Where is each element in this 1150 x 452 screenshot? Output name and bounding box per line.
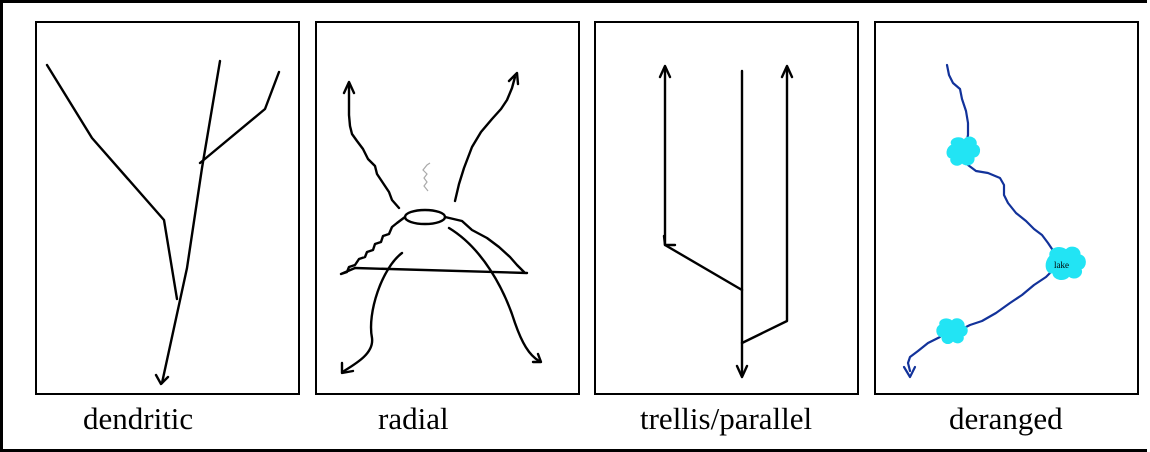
right-tributary [740,65,789,345]
panel-radial [315,21,580,395]
panel-deranged: lake [874,21,1139,395]
arrowhead-upper-left [342,80,356,95]
left-junction-arrow [662,234,677,247]
main-arrowhead [735,364,749,379]
arrowhead-lower-right [531,352,543,364]
arrowhead-upper-right [507,71,520,86]
lake-label: lake [1054,260,1069,270]
label-trellis: trellis/parallel [640,401,813,436]
radial-diagram [339,71,543,375]
main-stream [160,59,222,385]
label-deranged: deranged [949,401,1063,436]
lake-lower-right: lake [1045,246,1086,281]
stream-upper-right [453,75,517,203]
stream-lower-right [447,226,541,363]
dendritic-diagram [45,59,281,386]
stream-lower [956,265,1058,333]
outlet-arrowhead [902,365,917,379]
label-dendritic: dendritic [83,401,194,436]
trellis-diagram [658,64,794,379]
tributary-right [198,70,281,165]
arrowhead-lower-left [340,361,355,375]
panel-trellis [594,21,859,395]
tributary-left [45,63,179,301]
left-tributary [663,65,744,292]
stream-lower-left [342,251,404,373]
stream-middle [966,163,1054,251]
smoke [422,162,431,192]
lake-lower-left [936,318,968,345]
label-radial: radial [378,401,449,436]
panel-dendritic [35,21,300,395]
stream-upper-left [347,83,401,210]
volcano-left-flank [339,215,407,276]
volcano-base [353,266,529,275]
lake-upper [946,136,981,166]
right-arrowhead [780,64,794,79]
left-arrowhead [658,64,672,79]
deranged-diagram: lake [902,63,1086,379]
crater [403,208,447,226]
stream-outlet [906,335,942,373]
outlet-arrowhead [154,373,170,386]
volcano-right-flank [443,215,526,274]
